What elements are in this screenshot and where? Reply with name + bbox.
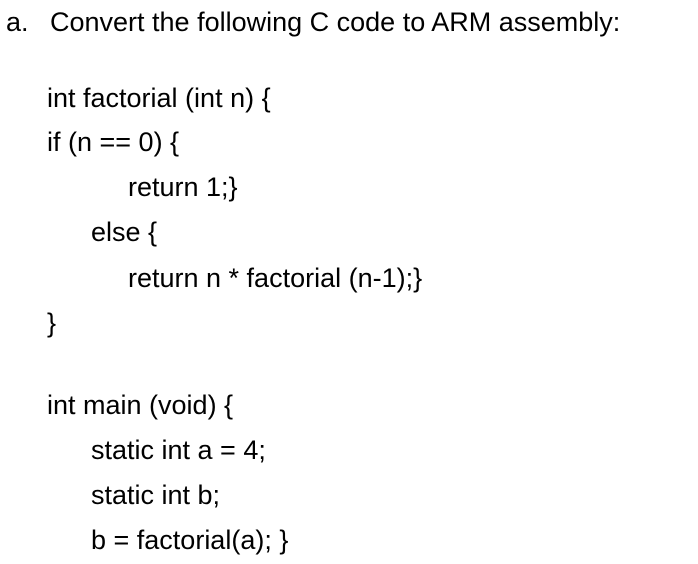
code-line-static-b: static int b; (91, 480, 221, 510)
code-line-return-one: return 1;} (128, 172, 238, 202)
code-line-close-brace: } (47, 308, 57, 338)
question-marker: a. (6, 7, 29, 37)
code-line-return-recursive: return n * factorial (n-1);} (128, 263, 423, 293)
question-text: Convert the following C code to ARM asse… (50, 7, 621, 37)
question-heading: a. Convert the following C code to ARM as… (6, 4, 620, 40)
code-line-if: if (n == 0) { (47, 127, 180, 157)
code-line-main-signature: int main (void) { (47, 390, 234, 420)
code-line-else: else { (91, 217, 158, 247)
code-line-assign-b: b = factorial(a); } (91, 525, 289, 555)
code-line-static-a: static int a = 4; (91, 435, 266, 465)
code-line-factorial-signature: int factorial (int n) { (47, 83, 271, 113)
